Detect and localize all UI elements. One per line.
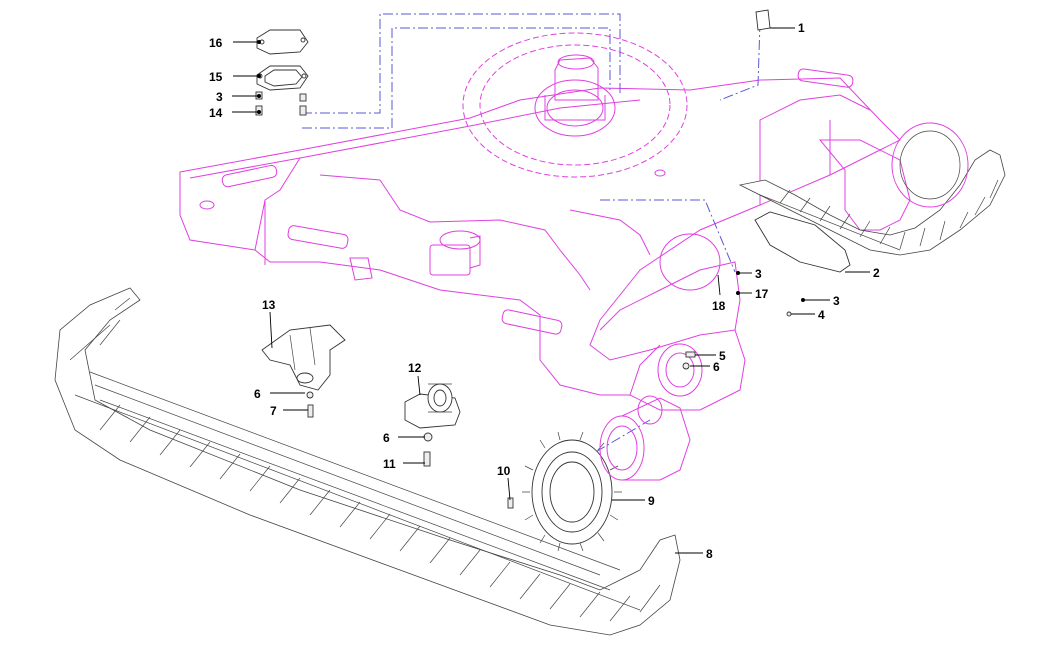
callout-15: 15 [209, 70, 223, 84]
callout-8: 8 [706, 547, 713, 561]
sprocket [522, 431, 622, 552]
callout-12: 12 [408, 361, 422, 375]
callout-7: 7 [270, 404, 277, 418]
callout-11: 11 [383, 457, 396, 471]
assembly-lines [302, 13, 761, 471]
track-guard [261, 324, 346, 391]
callout-14: 14 [209, 106, 223, 120]
callout-1: 1 [798, 21, 805, 35]
callout-6: 6 [383, 431, 390, 445]
callout-6: 6 [254, 387, 261, 401]
left-track [54, 287, 681, 636]
callout-5: 5 [719, 349, 726, 363]
callout-3: 3 [833, 294, 840, 308]
callout-13: 13 [262, 298, 276, 312]
grease-pin [755, 9, 771, 31]
access-cover [754, 211, 851, 273]
callout-2: 2 [873, 266, 880, 280]
gasket [256, 65, 309, 91]
cover-plate [256, 29, 309, 55]
callout-18: 18 [712, 299, 726, 313]
callout-3: 3 [755, 267, 762, 281]
callout-9: 9 [648, 494, 655, 508]
carrier-roller [404, 383, 461, 429]
callout-3: 3 [216, 90, 223, 104]
callout-10: 10 [497, 464, 511, 478]
callout-labels: 1 2 3 3 3 4 5 6 6 6 7 8 9 10 11 12 13 14… [209, 21, 880, 561]
callout-4: 4 [818, 308, 825, 322]
callout-17: 17 [755, 287, 769, 301]
callout-16: 16 [209, 36, 223, 50]
leader-lines [232, 27, 870, 554]
right-track [738, 122, 1006, 256]
undercarriage-frame [179, 32, 911, 411]
travel-motor [599, 395, 691, 481]
fasteners-top-left [255, 91, 307, 116]
callout-6: 6 [713, 360, 720, 374]
